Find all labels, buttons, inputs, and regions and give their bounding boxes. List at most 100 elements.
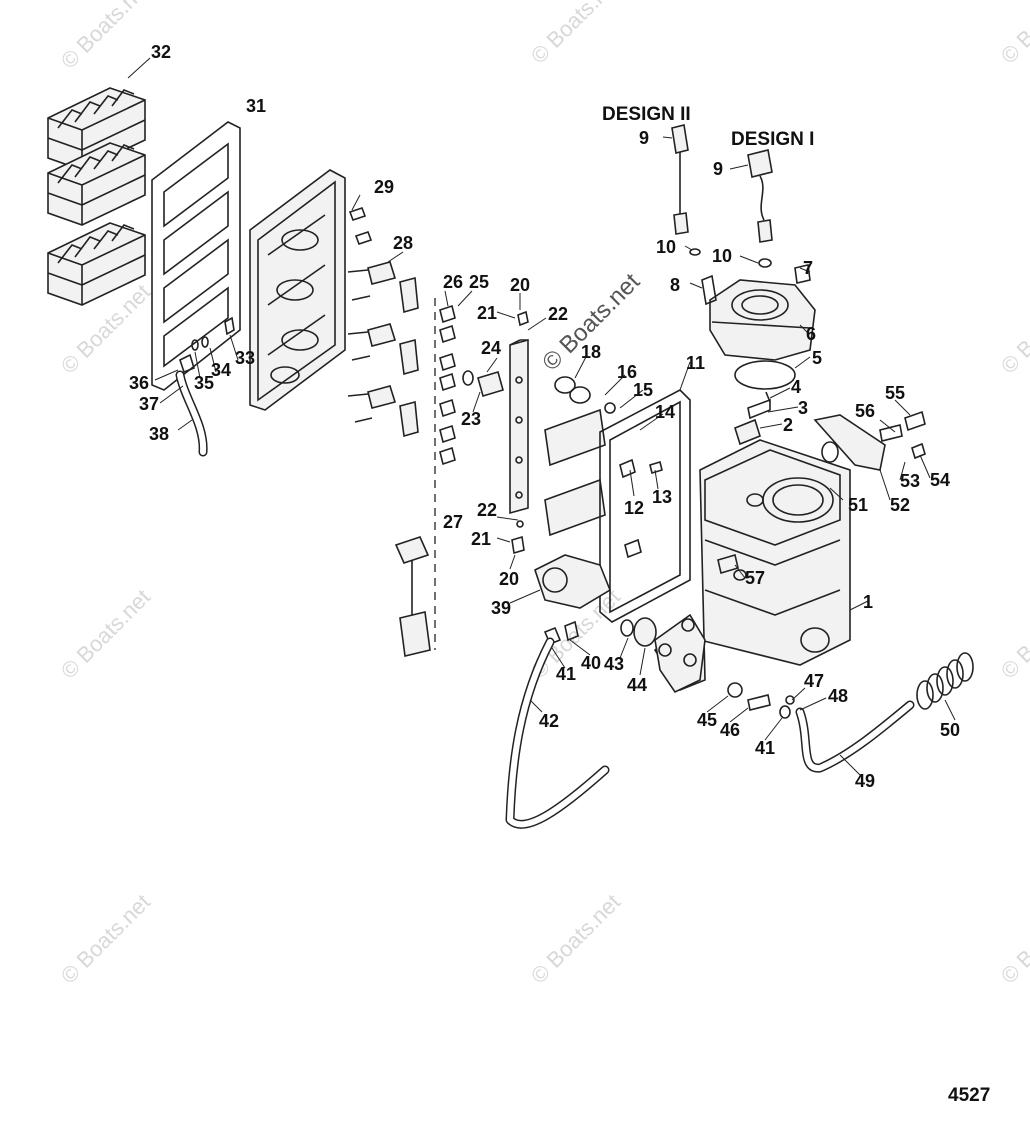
callout: 21 xyxy=(477,303,497,323)
callout: 29 xyxy=(374,177,394,197)
o-ring-5 xyxy=(734,360,796,390)
callout: 5 xyxy=(812,348,822,368)
callout: 41 xyxy=(556,664,576,684)
callout: 45 xyxy=(697,710,717,730)
callout: 51 xyxy=(848,495,868,515)
callout: 28 xyxy=(393,233,413,253)
callout: 9 xyxy=(713,159,723,179)
callout: 50 xyxy=(940,720,960,740)
callout: 56 xyxy=(855,401,875,421)
callout: 20 xyxy=(510,275,530,295)
bolts-29 xyxy=(348,206,373,246)
reed-gasket xyxy=(151,121,241,391)
watermark: © Boats.net xyxy=(56,889,155,988)
spring-50 xyxy=(916,652,974,710)
clips-25-26 xyxy=(439,304,456,466)
callout: 4 xyxy=(791,377,801,397)
watermark: © Boats.net xyxy=(996,279,1030,378)
hose-38 xyxy=(175,353,208,457)
callout: 15 xyxy=(633,380,653,400)
callout: 49 xyxy=(855,771,875,791)
callout: 47 xyxy=(804,671,824,691)
watermark: © Boats.net xyxy=(996,0,1030,69)
callout: 23 xyxy=(461,409,481,429)
figure-number: 4527 xyxy=(948,1085,990,1106)
callout: 33 xyxy=(235,348,255,368)
o-ring-10-a xyxy=(689,248,701,256)
callout: 57 xyxy=(745,568,765,588)
callout: 42 xyxy=(539,711,559,731)
fittings-45-48 xyxy=(727,682,795,719)
sensor-design-1 xyxy=(747,149,773,243)
watermark: © Boats.net xyxy=(526,889,625,988)
fuel-injectors xyxy=(347,261,419,438)
callout: 53 xyxy=(900,471,920,491)
throttle-body xyxy=(709,279,816,361)
bolt-7-8 xyxy=(701,264,811,306)
callout: 9 xyxy=(639,128,649,148)
callout: 12 xyxy=(624,498,644,518)
o-ring-10-b xyxy=(758,258,772,268)
callout: 7 xyxy=(803,258,813,278)
callout: 11 xyxy=(686,353,705,373)
callout: 34 xyxy=(211,360,231,380)
sensor-2-3-4 xyxy=(734,391,771,446)
callout: 54 xyxy=(930,470,950,490)
callout: 8 xyxy=(670,275,680,295)
sensor-design-2 xyxy=(671,124,689,235)
watermark-layer: © Boats.net © Boats.net © Boats.net © Bo… xyxy=(56,0,1030,989)
watermark: © Boats.net xyxy=(996,889,1030,988)
hose-49 xyxy=(795,700,915,773)
fitting-23-24 xyxy=(462,370,504,398)
callout: 36 xyxy=(129,373,149,393)
hose-42 xyxy=(505,637,610,829)
seal-43-44 xyxy=(620,617,657,647)
regulator-39 xyxy=(534,554,611,609)
fittings-12-13 xyxy=(619,458,663,559)
watermark: © Boats.net xyxy=(996,584,1030,683)
main-housing xyxy=(653,439,851,694)
callout: 22 xyxy=(477,500,497,520)
callout: 6 xyxy=(806,324,816,344)
callout: 22 xyxy=(548,304,568,324)
callout: 27 xyxy=(443,512,463,532)
callout: 3 xyxy=(798,398,808,418)
intake-manifold xyxy=(249,169,346,411)
design-1-label: DESIGN I xyxy=(731,129,814,150)
watermark: © Boats.net xyxy=(56,0,155,74)
callout: 43 xyxy=(604,654,624,674)
watermark: © Boats.net xyxy=(56,584,155,683)
fittings-33-35 xyxy=(191,316,235,351)
fitting-57 xyxy=(717,553,739,575)
callout: 10 xyxy=(712,246,732,266)
callout: 14 xyxy=(655,402,675,422)
callout: 24 xyxy=(481,338,501,358)
callout: 40 xyxy=(581,653,601,673)
leader-lines xyxy=(127,57,956,776)
callouts: 1 2 3 4 5 6 7 8 9 9 10 10 11 12 13 14 15… xyxy=(129,42,960,791)
callout: 32 xyxy=(151,42,171,62)
reed-block-assembly xyxy=(47,87,146,306)
callout: 41 xyxy=(755,738,775,758)
watermark: © Boats.net xyxy=(526,0,625,69)
callout: 35 xyxy=(194,373,214,393)
callout: 10 xyxy=(656,237,676,257)
callout: 55 xyxy=(885,383,905,403)
harness-27 xyxy=(394,536,431,657)
callout: 44 xyxy=(627,675,647,695)
callout: 25 xyxy=(469,272,489,292)
brackets xyxy=(544,376,616,537)
callout: 21 xyxy=(471,529,491,549)
callout: 26 xyxy=(443,272,463,292)
callout: 48 xyxy=(828,686,848,706)
callout: 46 xyxy=(720,720,740,740)
gasket-11 xyxy=(599,389,691,623)
fuel-rail xyxy=(509,338,529,515)
callout: 52 xyxy=(890,495,910,515)
callout: 38 xyxy=(149,424,169,444)
cover-51-56 xyxy=(813,410,926,471)
callout: 20 xyxy=(499,569,519,589)
callout: 1 xyxy=(863,592,873,612)
design-2-label: DESIGN II xyxy=(602,104,691,125)
